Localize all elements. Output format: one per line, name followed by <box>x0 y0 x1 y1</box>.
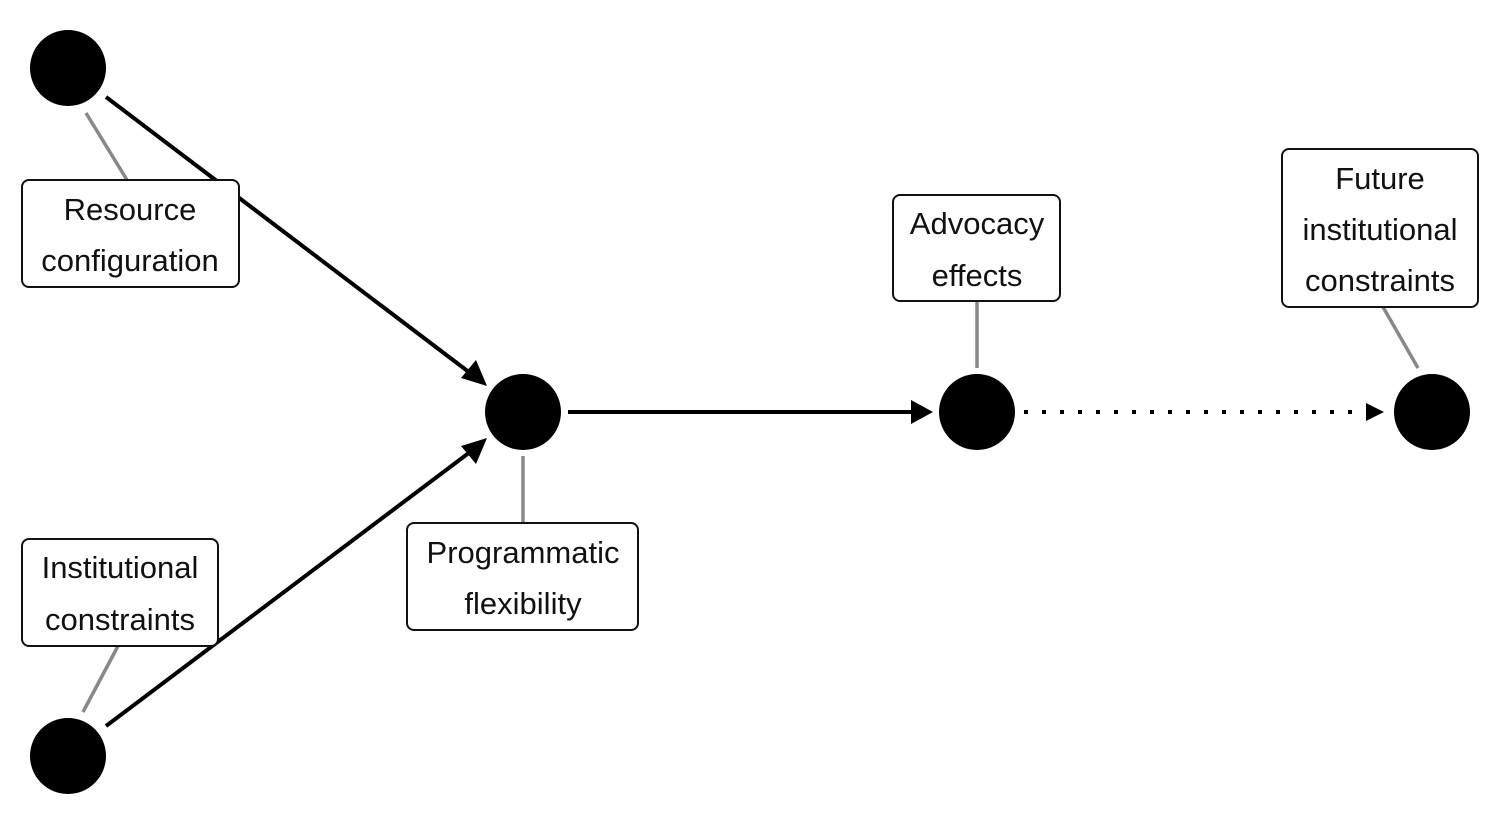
label-institutional-constraints: Institutional constraints <box>21 538 219 647</box>
label-advocacy-line-2: effects <box>932 258 1023 293</box>
node-resource-configuration <box>30 30 106 106</box>
label-future-line-2: institutional <box>1302 212 1457 247</box>
node-advocacy-effects <box>939 374 1015 450</box>
leader-lines <box>81 112 1420 713</box>
edge-institutional-to-programmatic-arrowhead <box>461 438 487 464</box>
label-advocacy-effects: Advocacy effects <box>892 194 1061 302</box>
edges <box>104 95 1384 728</box>
label-programmatic-flexibility: Programmatic flexibility <box>406 522 639 631</box>
label-future-institutional-constraints: Future institutional constraints <box>1281 148 1479 308</box>
label-future-line-1: Future <box>1335 161 1425 196</box>
edge-institutional-to-programmatic <box>104 441 484 728</box>
node-institutional-constraints <box>30 718 106 794</box>
edge-advocacy-to-future-arrowhead <box>1366 403 1384 421</box>
node-future-institutional-constraints <box>1394 374 1470 450</box>
leader-institutional <box>81 645 120 713</box>
label-future-line-3: constraints <box>1305 263 1455 298</box>
leader-resource <box>84 112 129 181</box>
edge-resource-to-programmatic <box>104 95 484 384</box>
node-programmatic-flexibility <box>485 374 561 450</box>
label-resource-line-1: Resource <box>64 192 197 227</box>
edge-programmatic-to-advocacy-arrowhead <box>911 400 933 424</box>
leader-future <box>1381 306 1420 369</box>
label-programmatic-line-1: Programmatic <box>427 535 620 570</box>
nodes <box>30 30 1470 794</box>
label-resource-line-2: configuration <box>41 243 219 278</box>
edge-resource-to-programmatic-arrowhead <box>461 360 487 386</box>
label-programmatic-line-2: flexibility <box>464 586 582 621</box>
label-institutional-line-2: constraints <box>45 602 195 637</box>
label-institutional-line-1: Institutional <box>42 550 199 585</box>
label-resource-configuration: Resource configuration <box>21 179 240 288</box>
label-advocacy-line-1: Advocacy <box>910 206 1045 241</box>
